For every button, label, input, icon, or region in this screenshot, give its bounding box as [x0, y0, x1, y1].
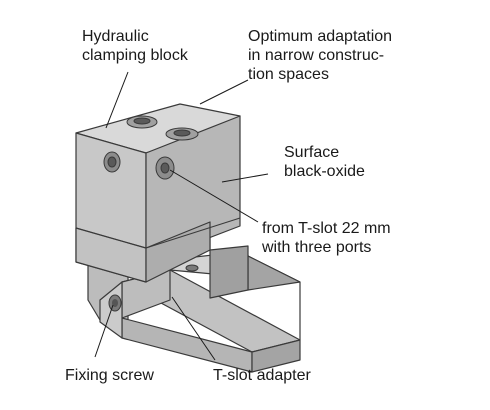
label-optimum-adaptation: Optimum adaptation in narrow construc- t… [248, 27, 392, 84]
leader-tslot-adapter [171, 296, 216, 361]
fixing-screw-icon [108, 294, 122, 312]
label-line: Hydraulic [82, 28, 149, 45]
label-line: tion spaces [248, 66, 329, 83]
port-plug-icon [103, 151, 121, 173]
adapter-rail [209, 245, 249, 299]
block-seam [75, 227, 147, 249]
label-surface-black-oxide: Surface black-oxide [284, 143, 365, 181]
block-seam-side [145, 217, 241, 249]
leader-lines [94, 71, 269, 361]
bottom-port-icon [185, 264, 199, 272]
side-port-icon [155, 156, 175, 180]
block-lower-side [145, 221, 211, 283]
label-hydraulic-clamping-block: Hydraulic clamping block [82, 27, 188, 65]
label-line: Surface [284, 144, 340, 161]
label-line: Optimum adaptation [248, 28, 393, 45]
label-tslot-adapter: T-slot adapter [213, 366, 311, 385]
label-tslot-ports: from T-slot 22 mm with three ports [262, 219, 391, 257]
label-line: black-oxide [284, 163, 365, 180]
label-line: T-slot adapter [213, 367, 311, 384]
label-line: Fixing screw [65, 367, 154, 384]
leader-surface [221, 173, 269, 183]
leader-optimum [199, 79, 249, 105]
leader-hydraulic [105, 71, 129, 129]
tslot-adapter-body [87, 221, 301, 373]
label-line: in narrow construc- [248, 47, 385, 64]
top-screw-icon [126, 115, 199, 141]
label-line: from T-slot 22 mm [262, 220, 391, 237]
label-line: with three ports [262, 239, 372, 256]
label-fixing-screw: Fixing screw [65, 366, 154, 385]
leader-tslot-ports [169, 169, 259, 223]
leader-fixing-screw [94, 304, 114, 358]
label-line: clamping block [82, 47, 188, 64]
